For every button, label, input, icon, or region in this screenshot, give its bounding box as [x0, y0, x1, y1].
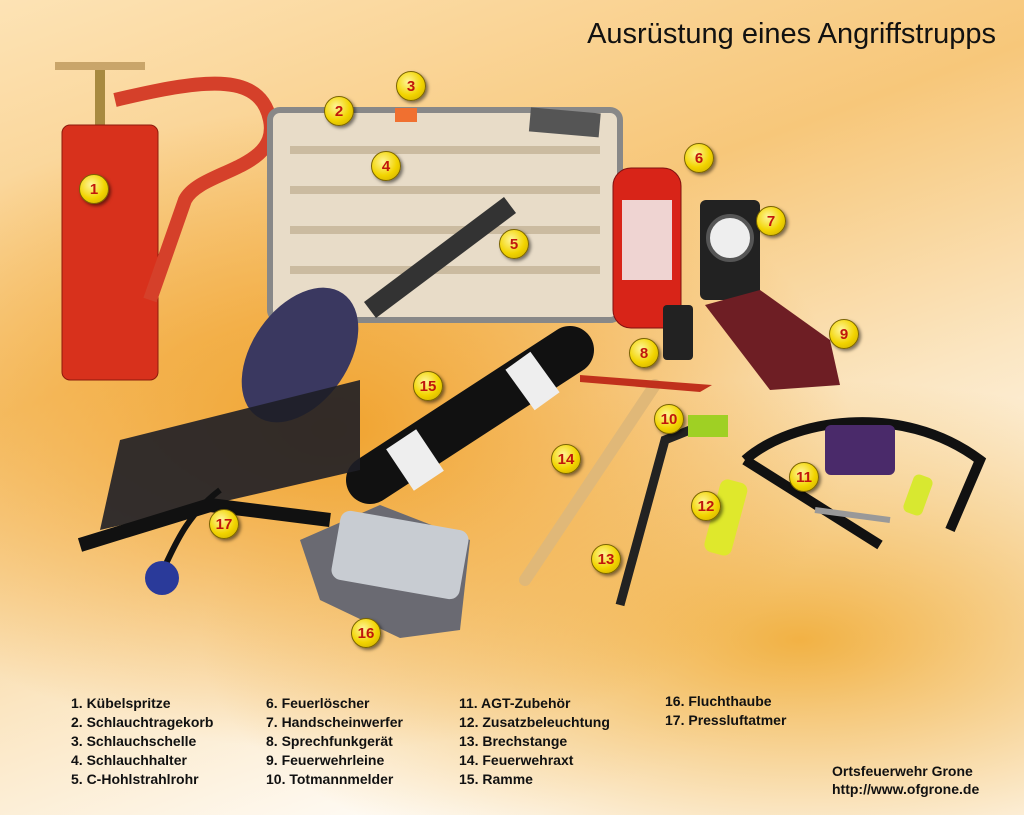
legend-item: 11. AGT-Zubehör	[459, 695, 571, 711]
badge-13: 13	[591, 544, 621, 574]
organization-name: Ortsfeuerwehr Grone	[832, 763, 973, 779]
rope-bag	[705, 290, 840, 390]
legend-column-2: 6. Feuerlöscher 7. Handscheinwerfer 8. S…	[266, 694, 403, 789]
legend-item: 13. Brechstange	[459, 733, 568, 749]
badge-15: 15	[413, 371, 443, 401]
regulator	[145, 561, 179, 595]
legend-item: 2. Schlauchtragekorb	[71, 714, 214, 730]
legend-item: 12. Zusatzbeleuchtung	[459, 714, 610, 730]
strap	[741, 417, 987, 550]
bucket-pump	[61, 124, 159, 381]
badge-1: 1	[79, 174, 109, 204]
legend-item: 15. Ramme	[459, 771, 533, 787]
legend-item: 1. Kübelspritze	[71, 695, 171, 711]
legend-item: 4. Schlauchhalter	[71, 752, 187, 768]
crowbar	[615, 425, 692, 607]
badge-8: 8	[629, 338, 659, 368]
badge-10: 10	[654, 404, 684, 434]
axe	[519, 379, 661, 586]
badge-3: 3	[396, 71, 426, 101]
badge-5: 5	[499, 229, 529, 259]
badge-2: 2	[324, 96, 354, 126]
legend-column-4: 16. Fluchthaube 17. Pressluftatmer	[665, 692, 786, 730]
badge-4: 4	[371, 151, 401, 181]
badge-17: 17	[209, 509, 239, 539]
torch	[704, 479, 748, 556]
badge-6: 6	[684, 143, 714, 173]
badge-12: 12	[691, 491, 721, 521]
badge-11: 11	[789, 462, 819, 492]
radio	[663, 305, 693, 360]
legend-item: 16. Fluchthaube	[665, 693, 772, 709]
dead-man-alarm	[688, 415, 728, 437]
website-url: http://www.ofgrone.de	[832, 781, 980, 797]
legend-column-1: 1. Kübelspritze 2. Schlauchtragekorb 3. …	[71, 694, 213, 789]
equipment-illustration	[55, 62, 987, 638]
badge-14: 14	[551, 444, 581, 474]
legend-item: 10. Totmannmelder	[266, 771, 394, 787]
legend-column-3: 11. AGT-Zubehör 12. Zusatzbeleuchtung 13…	[459, 694, 610, 789]
legend-item: 17. Pressluftatmer	[665, 712, 787, 728]
hose-clamp	[395, 108, 417, 122]
nozzle	[364, 197, 516, 318]
harness	[100, 380, 360, 530]
legend-item: 3. Schlauchschelle	[71, 733, 197, 749]
legend-item: 14. Feuerwehraxt	[459, 752, 574, 768]
legend-item: 9. Feuerwehrleine	[266, 752, 385, 768]
legend-item: 6. Feuerlöscher	[266, 695, 370, 711]
credit: Ortsfeuerwehr Grone http://www.ofgrone.d…	[832, 762, 979, 798]
badge-7: 7	[756, 206, 786, 236]
pump-handle	[55, 62, 145, 70]
legend-item: 7. Handscheinwerfer	[266, 714, 403, 730]
badge-9: 9	[829, 319, 859, 349]
page-title: Ausrüstung eines Angriffstrupps	[587, 18, 996, 50]
legend-item: 8. Sprechfunkgerät	[266, 733, 393, 749]
legend-item: 5. C-Hohlstrahlrohr	[71, 771, 199, 787]
badge-16: 16	[351, 618, 381, 648]
